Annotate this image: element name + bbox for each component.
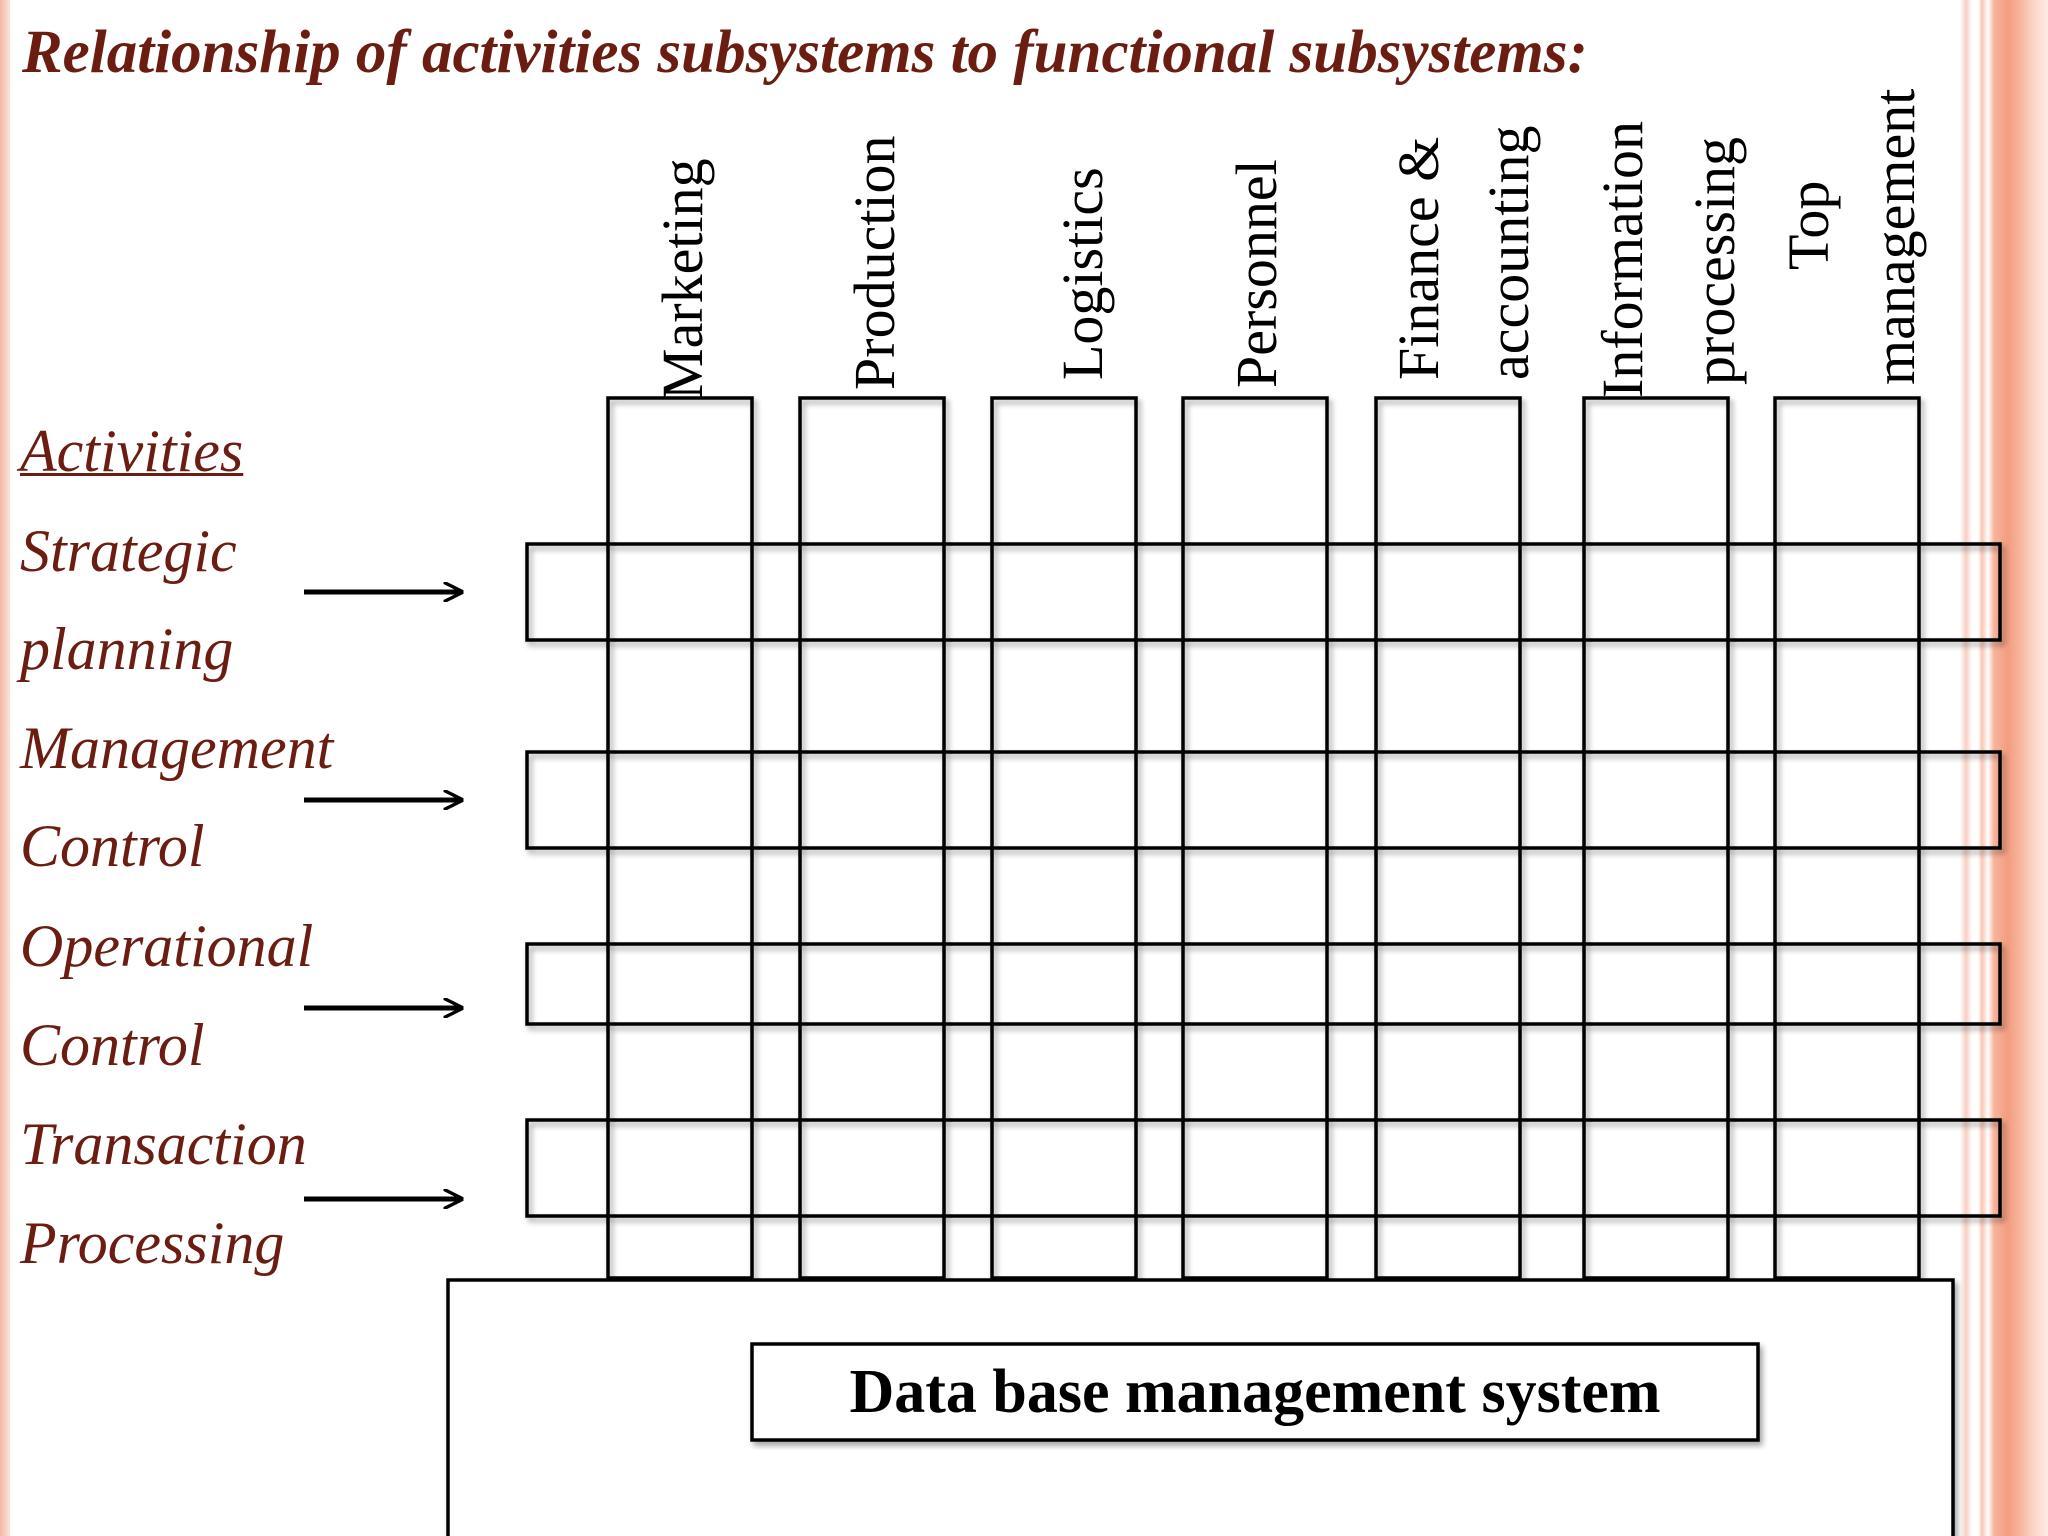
column-bar-personnel [1181,396,1329,1280]
row-bar-management-control [525,750,2002,850]
column-bar-finance [1374,396,1522,1280]
activity-strategic-line1: Strategic [20,518,237,584]
row-bar-operational-control [525,942,2002,1026]
column-bar-logistics [990,396,1138,1280]
column-bar-production [798,396,946,1280]
row-bar-strategic-planning [525,542,2002,642]
activity-operational-line1: Operational [20,913,314,979]
activity-management-line1: Management [20,715,334,781]
right-decorative-stripes [1960,0,2048,1536]
row-bar-transaction-processing [525,1118,2002,1218]
column-bar-information [1582,396,1730,1280]
activity-operational-line2: Control [20,1012,205,1078]
left-decorative-stripe [0,0,10,1536]
column-bar-marketing [606,396,754,1280]
dbms-label: Data base management system [849,1357,1661,1426]
dbms-label-box [750,1342,1760,1442]
activity-transaction-line2: Processing [20,1210,285,1276]
activities-heading: Activities [20,418,244,484]
slide-title: Relationship of activities subsystems to… [22,19,1588,86]
activity-strategic-line2: planning [20,616,234,682]
activity-transaction-line1: Transaction [20,1111,307,1177]
activity-management-line2: Control [20,813,205,879]
column-bar-top-management [1773,396,1921,1280]
